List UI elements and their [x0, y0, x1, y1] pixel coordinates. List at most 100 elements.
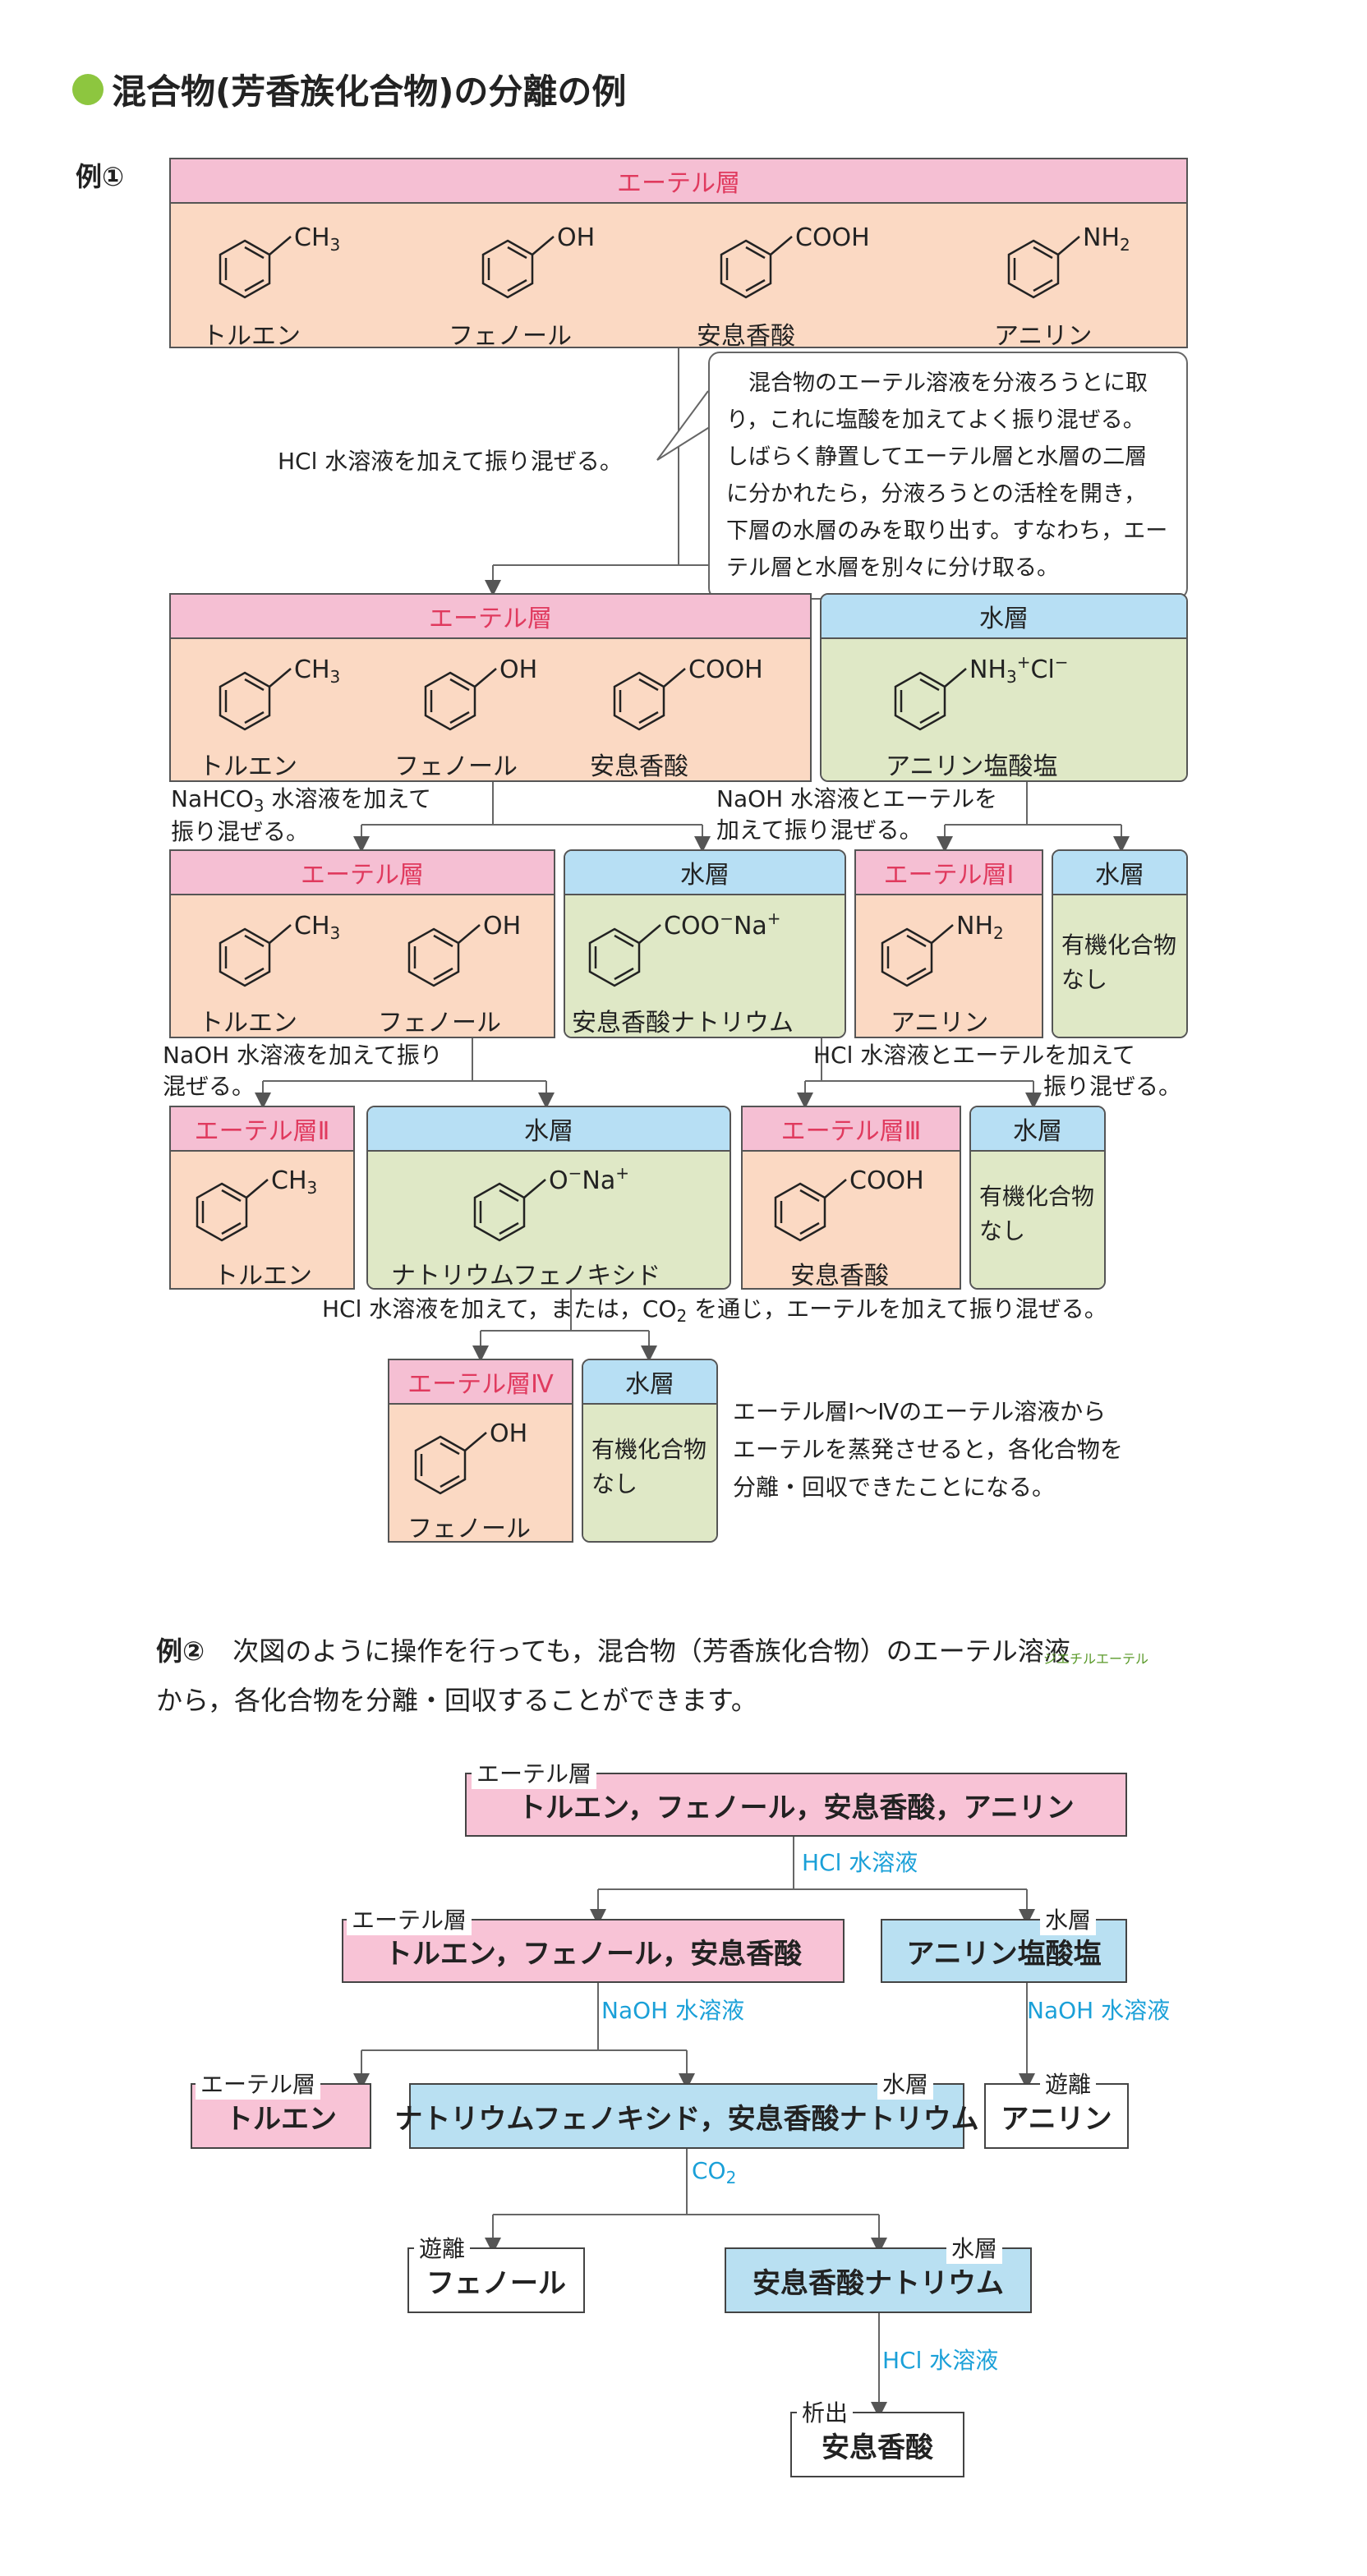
- benzene-ring-icon: [588, 924, 661, 987]
- tag-water-layer: 水層: [946, 2231, 1003, 2264]
- aniline-name: アニリン: [891, 1009, 989, 1037]
- ether-layer-2-header: エーテル層Ⅱ: [171, 1107, 353, 1152]
- water-layer-header: 水層: [583, 1360, 716, 1405]
- water-layer-row4: 水層 O−Na+ ナトリウムフェノキシド: [366, 1106, 731, 1290]
- reagent-co2: CO2: [692, 2157, 737, 2187]
- conclusion-text: エーテル層Ⅰ～Ⅳのエーテル溶液から エーテルを蒸発させると，各化合物を 分離・回…: [733, 1393, 1123, 1506]
- callout-line: テル層と水層を別々に分け取る。: [726, 555, 1059, 581]
- step4-instruction: HCl 水溶液を加えて，または，CO2 を通じ，エーテルを加えて振り混ぜる。: [322, 1291, 1107, 1329]
- ether-layer-body: CH3 トルエン: [171, 1152, 353, 1290]
- flow-box-sodium-benzoate: 安息香酸ナトリウム: [725, 2247, 1032, 2313]
- step2a-text: NaHCO: [171, 785, 254, 812]
- water-layer-header: 水層: [1053, 851, 1186, 895]
- tag-precipitate: 析出: [797, 2395, 854, 2428]
- step2a-instruction: NaHCO3 水溶液を加えて 振り混ぜる。: [171, 784, 431, 848]
- example2-label: 例②: [156, 1635, 205, 1667]
- ether-layer-1-header: エーテル層Ⅰ: [856, 851, 1042, 895]
- tag-freed: 遊離: [1040, 2067, 1097, 2100]
- ether-layer-body: CH3 トルエン OH フェノール COOH 安息香酸 NH2 アニリン: [171, 204, 1186, 351]
- benzene-ring-icon: [720, 236, 793, 299]
- page-title: 混合物(芳香族化合物)の分離の例: [72, 64, 626, 114]
- tag-ether-layer: エーテル層: [196, 2067, 321, 2100]
- step1-instruction: HCl 水溶液を加えて振り混ぜる。: [278, 448, 623, 475]
- no-organic-text: 有機化合物: [591, 1436, 707, 1463]
- step3a-text1: NaOH 水溶液を加えて振り: [163, 1042, 443, 1069]
- ether-layer-row2: エーテル層 CH3 トルエン OH フェノール COOH 安息香酸: [169, 593, 812, 782]
- step4-text1: HCl 水溶液を加えて，または，CO: [322, 1295, 677, 1322]
- sodium-benzoate-name: 安息香酸ナトリウム: [572, 1009, 794, 1037]
- oh-group: OH: [483, 912, 522, 941]
- water-layer-body: 有機化合物 なし: [971, 1152, 1104, 1288]
- benzene-ring-icon: [219, 924, 292, 987]
- ether-layer-initial: エーテル層 CH3 トルエン OH フェノール COOH 安息香酸 NH2 アニ…: [169, 158, 1188, 351]
- reagent-hcl-2: HCl 水溶液: [882, 2347, 999, 2374]
- ether-layer-3: エーテル層Ⅲ COOH 安息香酸: [741, 1106, 961, 1290]
- ether-layer-body: NH2 アニリン: [856, 895, 1042, 1037]
- ether-layer-body: COOH 安息香酸: [743, 1152, 960, 1290]
- flow-box-aniline: アニリン: [984, 2083, 1129, 2149]
- ch3-group: CH3: [294, 912, 341, 943]
- benzene-ring-icon: [894, 668, 967, 731]
- example2-intro: 例② 次図のように操作を行っても，混合物（芳香族化合物）のエーテル溶液 から，各…: [156, 1626, 1148, 1725]
- cooh-group: COOH: [688, 656, 763, 684]
- none-text: なし: [979, 1217, 1026, 1244]
- phenol-name: フェノール: [378, 1009, 501, 1037]
- water-layer-header: 水層: [368, 1107, 730, 1152]
- water-layer-empty-1: 水層 有機化合物 なし: [1052, 849, 1188, 1038]
- benzene-ring-icon: [473, 1179, 546, 1242]
- ether-layer-body: CH3 トルエン OH フェノール COOH 安息香酸: [171, 639, 810, 781]
- flow-box-phenol: フェノール: [407, 2247, 585, 2313]
- callout-line: に分かれたら，分液ろうとの活栓を開き，: [726, 481, 1147, 507]
- step2a-text3: 振り混ぜる。: [171, 818, 310, 845]
- conclusion-line: 分離・回収できたことになる。: [733, 1474, 1056, 1501]
- conclusion-line: エーテル層Ⅰ～Ⅳのエーテル溶液から: [733, 1398, 1107, 1425]
- tag-ether-layer: エーテル層: [472, 1756, 597, 1789]
- no-organic-text: 有機化合物: [1061, 932, 1177, 959]
- step3b-text2: 振り混ぜる。: [1043, 1073, 1182, 1100]
- ch3-group: CH3: [271, 1166, 318, 1198]
- ether-layer-4: エーテル層Ⅳ OH フェノール: [388, 1359, 573, 1543]
- benzene-ring-icon: [1007, 236, 1080, 299]
- cooh-group: COOH: [795, 223, 870, 252]
- benzoic-acid-name: 安息香酸: [590, 752, 688, 781]
- nh2-group: NH2: [1083, 223, 1130, 255]
- toluene-name: トルエン: [214, 1262, 312, 1290]
- ether-layer-header: エーテル層: [171, 851, 554, 895]
- aniline-name: アニリン: [994, 322, 1093, 351]
- benzene-ring-icon: [196, 1179, 269, 1242]
- oh-group: OH: [499, 656, 538, 684]
- benzoic-acid-name: 安息香酸: [790, 1262, 889, 1290]
- step2b-text2: 加えて振り混ぜる。: [716, 816, 923, 844]
- water-layer-header: 水層: [971, 1107, 1104, 1152]
- ether-layer-body: CH3 トルエン OH フェノール: [171, 895, 554, 1037]
- bullet-dot-icon: [72, 73, 104, 105]
- ch3-group: CH3: [294, 656, 341, 687]
- cooh-group: COOH: [849, 1166, 924, 1195]
- ether-layer-3-header: エーテル層Ⅲ: [743, 1107, 960, 1152]
- tag-freed: 遊離: [414, 2231, 471, 2264]
- benzoic-acid-name: 安息香酸: [697, 322, 795, 351]
- step4-text2: を通じ，エーテルを加えて振り混ぜる。: [687, 1295, 1107, 1322]
- step2a-text2: 水溶液を加えて: [264, 785, 431, 812]
- water-layer-body: 有機化合物 なし: [583, 1405, 716, 1541]
- flow-box-phenoxide-benzoate: ナトリウムフェノキシド，安息香酸ナトリウム: [394, 2083, 979, 2149]
- flow-box-mixture: トルエン，フェノール，安息香酸，アニリン: [465, 1773, 1127, 1837]
- callout-line: 下層の水層のみを取り出す。すなわち，エー: [726, 518, 1168, 544]
- water-layer-header: 水層: [565, 851, 845, 895]
- none-text: なし: [1061, 966, 1108, 993]
- water-layer-row3: 水層 COO−Na+ 安息香酸ナトリウム: [564, 849, 846, 1038]
- page-title-text: 混合物(芳香族化合物)の分離の例: [112, 71, 627, 112]
- procedure-callout: 混合物のエーテル溶液を分液ろうとに取 り，これに塩酸を加えてよく振り混ぜる。 し…: [708, 352, 1188, 600]
- step2b-instruction: NaOH 水溶液とエーテルを 加えて振り混ぜる。: [716, 784, 997, 846]
- reagent-co2-sub: 2: [725, 2168, 737, 2187]
- oh-group: OH: [557, 223, 596, 252]
- benzene-ring-icon: [481, 236, 555, 299]
- sodium-phenoxide-name: ナトリウムフェノキシド: [391, 1262, 661, 1290]
- reagent-naoh-2: NaOH 水溶液: [1027, 1997, 1171, 2024]
- tag-ether-layer: エーテル層: [347, 1902, 472, 1935]
- step2a-sub: 3: [253, 796, 265, 816]
- tag-water-layer: 水層: [877, 2067, 934, 2100]
- reagent-naoh-1: NaOH 水溶液: [601, 1997, 745, 2024]
- ether-layer-header: エーテル層: [171, 595, 810, 639]
- tag-water-layer: 水層: [1040, 1902, 1097, 1935]
